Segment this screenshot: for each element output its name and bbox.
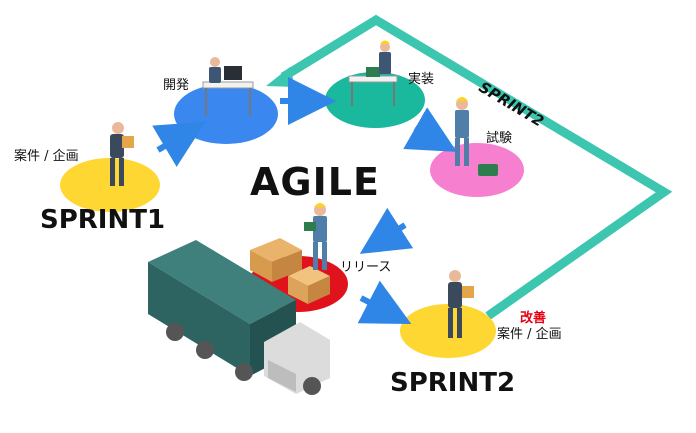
stage-label-plan2: 案件 / 企画: [497, 327, 562, 342]
sprint2-loop-arrowhead: [266, 67, 295, 87]
tester-icon: [455, 97, 498, 176]
sprint1-label: SPRINT1: [40, 205, 166, 235]
sprint2-label: SPRINT2: [390, 368, 516, 398]
disc-impl: [325, 72, 425, 128]
implementation-desk-icon: [348, 40, 398, 106]
arrow-plan1-to-dev: [152, 121, 206, 167]
stage-label-kaizen: 改善: [520, 311, 547, 326]
developer-desk-icon: [202, 57, 254, 116]
truck-icon: [148, 240, 330, 395]
release-worker-icon: [304, 203, 327, 270]
stage-label-impl: 実装: [408, 72, 435, 87]
sprint2-loop-path: [280, 14, 673, 320]
person-plan1-icon: [110, 122, 134, 186]
disc-dev: [174, 84, 278, 144]
arrow-test-to-release: [359, 207, 414, 254]
stage-label-test: 試験: [486, 131, 513, 146]
diagram-title: AGILE: [250, 160, 380, 204]
stage-label-release: リリース: [340, 260, 392, 275]
arrow-impl-to-test: [403, 107, 457, 152]
cardboard-boxes-icon: [250, 238, 330, 304]
stage-label-plan1: 案件 / 企画: [14, 149, 79, 164]
stage-label-dev: 開発: [163, 78, 190, 93]
arrow-release-to-plan2: [357, 280, 412, 325]
person-plan2-icon: [448, 270, 474, 338]
disc-test: [430, 143, 524, 197]
